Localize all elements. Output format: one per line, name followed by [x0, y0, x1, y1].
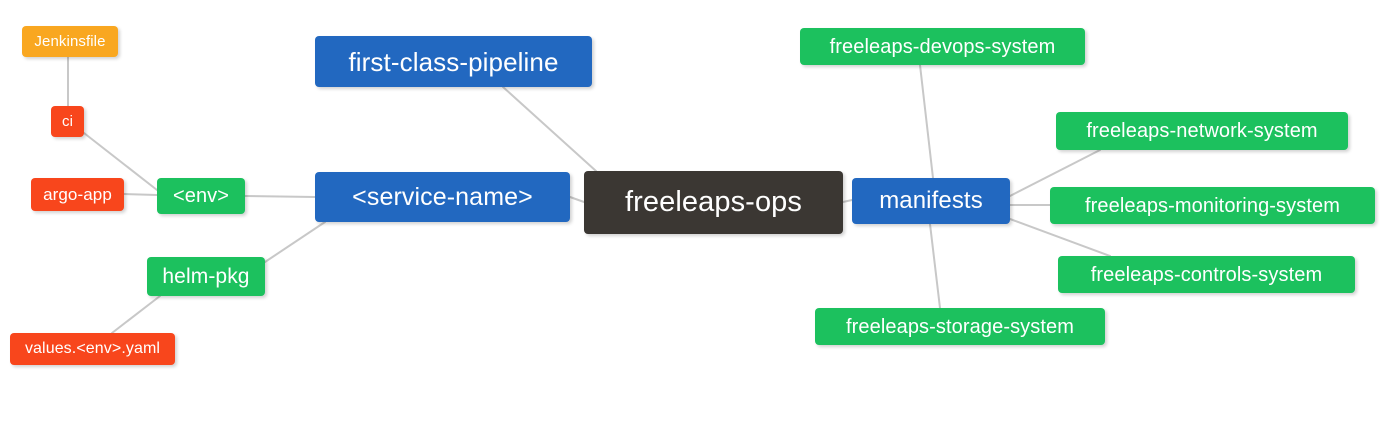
- edge-env-to-argo-app: [123, 193, 158, 196]
- node-manifests[interactable]: manifests: [852, 178, 1010, 224]
- node-freeleaps-devops-system[interactable]: freeleaps-devops-system: [800, 28, 1085, 65]
- node-first-class-pipeline[interactable]: first-class-pipeline: [315, 36, 592, 87]
- edge-manifests-to-freeleaps-storage-system: [929, 223, 941, 309]
- node-values-env-yaml[interactable]: values.<env>.yaml: [10, 333, 175, 365]
- edge-freeleaps-ops-to-service-name: [569, 196, 585, 203]
- node-freeleaps-monitoring-system[interactable]: freeleaps-monitoring-system: [1050, 187, 1375, 224]
- edge-freeleaps-ops-to-first-class-pipeline: [502, 86, 597, 172]
- edge-freeleaps-ops-to-manifests: [842, 199, 853, 203]
- edge-helm-pkg-to-values-env-yaml: [111, 295, 161, 334]
- edge-service-name-to-helm-pkg: [264, 221, 326, 263]
- edge-service-name-to-env: [244, 195, 316, 198]
- node-ci[interactable]: ci: [51, 106, 84, 137]
- node-freeleaps-controls-system[interactable]: freeleaps-controls-system: [1058, 256, 1355, 293]
- node-jenkinsfile[interactable]: Jenkinsfile: [22, 26, 118, 57]
- node-argo-app[interactable]: argo-app: [31, 178, 124, 211]
- node-freeleaps-storage-system[interactable]: freeleaps-storage-system: [815, 308, 1105, 345]
- edge-manifests-to-freeleaps-controls-system: [1009, 218, 1111, 257]
- node-freeleaps-ops[interactable]: freeleaps-ops: [584, 171, 843, 234]
- node-env[interactable]: <env>: [157, 178, 245, 214]
- node-service-name[interactable]: <service-name>: [315, 172, 570, 222]
- node-freeleaps-network-system[interactable]: freeleaps-network-system: [1056, 112, 1348, 150]
- edge-manifests-to-freeleaps-devops-system: [919, 64, 934, 179]
- node-helm-pkg[interactable]: helm-pkg: [147, 257, 265, 296]
